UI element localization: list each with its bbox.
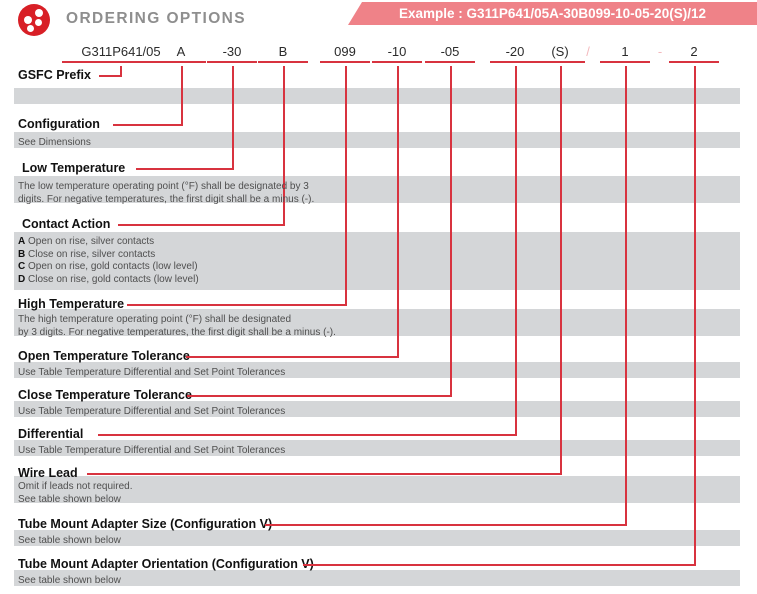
contact-action-code: D — [18, 273, 26, 285]
connector-vertical-line — [694, 66, 696, 566]
section-band — [14, 132, 740, 148]
section-band — [14, 362, 740, 378]
section-label: Low Temperature — [22, 161, 126, 175]
part-code-segment: -10 — [372, 44, 422, 63]
part-code-segment: -20 — [490, 44, 540, 63]
connector-leader-line — [187, 395, 450, 397]
connector-vertical-line — [515, 66, 517, 436]
section-label: GSFC Prefix — [18, 68, 91, 82]
connector-vertical-line — [397, 66, 399, 358]
connector-vertical-line — [120, 66, 122, 77]
connector-leader-line — [118, 224, 283, 226]
section-label: Wire Lead — [18, 466, 78, 480]
part-code-value: (S) — [535, 44, 585, 63]
section-label: Differential — [18, 427, 84, 441]
section-band — [14, 176, 740, 203]
logo-dot-left — [24, 16, 32, 24]
section-band — [14, 530, 740, 546]
dots-circle-logo-icon — [18, 4, 50, 36]
contact-action-option: C Open on rise, gold contacts (low level… — [18, 261, 199, 274]
contact-action-option: B Close on rise, silver contacts — [18, 249, 199, 262]
example-part-number: Example : G311P641/05A-30B099-10-05-20(S… — [399, 6, 706, 21]
part-code-segment: -30 — [207, 44, 257, 63]
connector-leader-line — [136, 168, 232, 170]
part-code-value: -20 — [490, 44, 540, 63]
connector-leader-line — [303, 564, 694, 566]
connector-vertical-line — [345, 66, 347, 306]
section-description: Omit if leads not required. See table sh… — [18, 481, 133, 505]
connector-vertical-line — [181, 66, 183, 126]
connector-leader-line — [98, 434, 515, 436]
connector-vertical-line — [560, 66, 562, 475]
contact-action-text: Close on rise, silver contacts — [25, 248, 156, 260]
logo-dot-top — [35, 9, 43, 17]
contact-action-code: B — [18, 248, 26, 260]
part-code-value: 099 — [320, 44, 370, 63]
connector-leader-line — [113, 124, 181, 126]
section-description: Use Table Temperature Differential and S… — [18, 445, 286, 456]
section-band — [14, 232, 740, 290]
contact-action-text: Close on rise, gold contacts (low level) — [25, 273, 199, 285]
part-code-segment: 099 — [320, 44, 370, 63]
logo-dot-right — [35, 19, 42, 26]
section-label: Close Temperature Tolerance — [18, 388, 192, 402]
page-title: ORDERING OPTIONS — [66, 10, 246, 27]
connector-leader-line — [87, 473, 560, 475]
part-code-segment: (S) — [535, 44, 585, 63]
part-code-segment: G311P641/05 — [62, 44, 180, 63]
section-description: Use Table Temperature Differential and S… — [18, 367, 286, 378]
connector-vertical-line — [232, 66, 234, 170]
contact-action-code: A — [18, 236, 26, 247]
connector-leader-line — [265, 524, 625, 526]
section-band — [14, 309, 740, 336]
section-description: Use Table Temperature Differential and S… — [18, 406, 286, 417]
connector-vertical-line — [450, 66, 452, 397]
part-code-segment: B — [258, 44, 308, 63]
section-band — [14, 476, 740, 503]
contact-action-text: Open on rise, gold contacts (low level) — [25, 261, 198, 272]
example-banner: Example : G311P641/05A-30B099-10-05-20(S… — [348, 2, 757, 25]
part-code-separator: - — [657, 44, 663, 59]
logo-dot-bottom — [27, 25, 34, 32]
section-description: See table shown below — [18, 575, 121, 586]
section-label: High Temperature — [18, 297, 125, 311]
section-label: Open Temperature Tolerance — [18, 349, 190, 363]
section-description: See table shown below — [18, 535, 121, 546]
section-band — [14, 401, 740, 417]
section-label: Contact Action — [22, 217, 111, 231]
section-band — [14, 88, 740, 104]
contact-action-code: C — [18, 261, 26, 272]
contact-action-text: Open on rise, silver contacts — [25, 236, 155, 247]
section-description: The high temperature operating point (°F… — [18, 314, 336, 338]
section-band — [14, 440, 740, 456]
part-code-separator: / — [586, 44, 590, 59]
part-code-value: B — [258, 44, 308, 63]
part-code-value: -05 — [425, 44, 475, 63]
connector-leader-line — [99, 75, 121, 77]
part-code-segment: 1 — [600, 44, 650, 63]
part-code-value: 2 — [669, 44, 719, 63]
part-code-value: A — [156, 44, 206, 63]
part-code-value: G311P641/05 — [62, 44, 180, 63]
section-label: Tube Mount Adapter Orientation (Configur… — [18, 557, 314, 571]
section-label: Tube Mount Adapter Size (Configuration V… — [18, 517, 273, 531]
connector-vertical-line — [283, 66, 285, 226]
section-label: Configuration — [18, 117, 100, 131]
connector-leader-line — [127, 304, 345, 306]
contact-action-option: D Close on rise, gold contacts (low leve… — [18, 274, 199, 287]
section-description: See Dimensions — [18, 137, 91, 148]
part-code-value: 1 — [600, 44, 650, 63]
connector-vertical-line — [625, 66, 627, 526]
section-description: The low temperature operating point (°F)… — [18, 181, 315, 205]
part-code-value: -10 — [372, 44, 422, 63]
connector-leader-line — [186, 356, 397, 358]
section-band — [14, 570, 740, 586]
contact-action-option: A Open on rise, silver contacts — [18, 236, 199, 249]
part-code-segment: 2 — [669, 44, 719, 63]
part-code-value: -30 — [207, 44, 257, 63]
part-code-segment: -05 — [425, 44, 475, 63]
part-code-segment: A — [156, 44, 206, 63]
page-header: ORDERING OPTIONS Example : G311P641/05A-… — [0, 0, 757, 38]
